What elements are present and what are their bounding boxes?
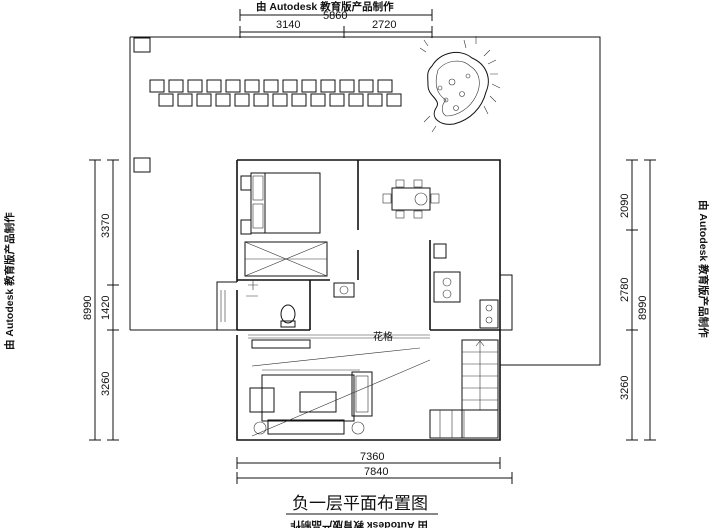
stepping-stone [234, 93, 250, 107]
stepping-stone [215, 93, 231, 107]
living-room [249, 347, 431, 437]
dim-left-overall: 8990 [82, 296, 94, 320]
dim-right-seg3: 3260 [619, 376, 631, 400]
stepping-stone [377, 79, 393, 93]
stepping-stone [329, 93, 345, 107]
staircase [429, 339, 499, 439]
dining-table [382, 179, 440, 219]
stepping-stone [310, 93, 326, 107]
stepping-stone [187, 79, 203, 93]
right-dimension: 2090 2780 3260 8990 [619, 159, 656, 441]
stepping-stone [196, 93, 212, 107]
stepping-stone [272, 93, 288, 107]
left-dimension: 8990 3370 1420 3260 [82, 159, 119, 441]
dim-top-right: 2720 [372, 19, 396, 31]
watermark-bottom: 由 Autodesk 教育版产品制作 [290, 519, 428, 528]
watermark-left: 由 Autodesk 教育版产品制作 [3, 212, 16, 350]
dim-right-seg2: 2780 [619, 278, 631, 302]
stepping-stone [301, 79, 317, 93]
dim-bottom-outer: 7840 [364, 466, 388, 478]
stepping-stone [348, 93, 364, 107]
stepping-stone-path [149, 79, 402, 107]
building-walls [216, 159, 513, 441]
drawing-title: 负一层平面布置图 [292, 494, 428, 514]
dim-left-seg2: 1420 [100, 296, 112, 320]
dim-right-overall: 8990 [637, 296, 649, 320]
stepping-stone [253, 93, 269, 107]
dim-bottom-inner: 7360 [360, 451, 384, 463]
stepping-stone [263, 79, 279, 93]
stepping-stone [320, 79, 336, 93]
dim-right-seg1: 2090 [619, 194, 631, 218]
stepping-stone [282, 79, 298, 93]
room-label-flower-screen: 花格 [373, 330, 393, 343]
bottom-dimension: 7360 7840 [236, 451, 513, 484]
watermark-top: 由 Autodesk 教育版产品制作 [256, 0, 394, 13]
stepping-stone [358, 79, 374, 93]
stepping-stone [367, 93, 383, 107]
bathroom-fixtures [246, 280, 355, 328]
garden-pond [419, 36, 501, 133]
kitchen-counter [433, 243, 499, 329]
dim-top-left: 3140 [276, 19, 300, 31]
stepping-stone [149, 79, 165, 93]
stepping-stone [158, 93, 174, 107]
stepping-stone [206, 79, 222, 93]
bedroom-bed [240, 172, 328, 277]
stepping-stone [244, 79, 260, 93]
dim-left-seg1: 3370 [100, 214, 112, 238]
stepping-stone [386, 93, 402, 107]
site-boundary [129, 36, 601, 366]
stepping-stone [168, 79, 184, 93]
stepping-stone [339, 79, 355, 93]
top-dimension: 5860 3140 2720 [239, 9, 433, 38]
dim-top-overall: 5860 [323, 10, 347, 22]
stepping-stone [225, 79, 241, 93]
stepping-stone [291, 93, 307, 107]
dim-left-seg3: 3260 [100, 372, 112, 396]
stepping-stone [177, 93, 193, 107]
watermark-right: 由 Autodesk 教育版产品制作 [697, 200, 710, 338]
